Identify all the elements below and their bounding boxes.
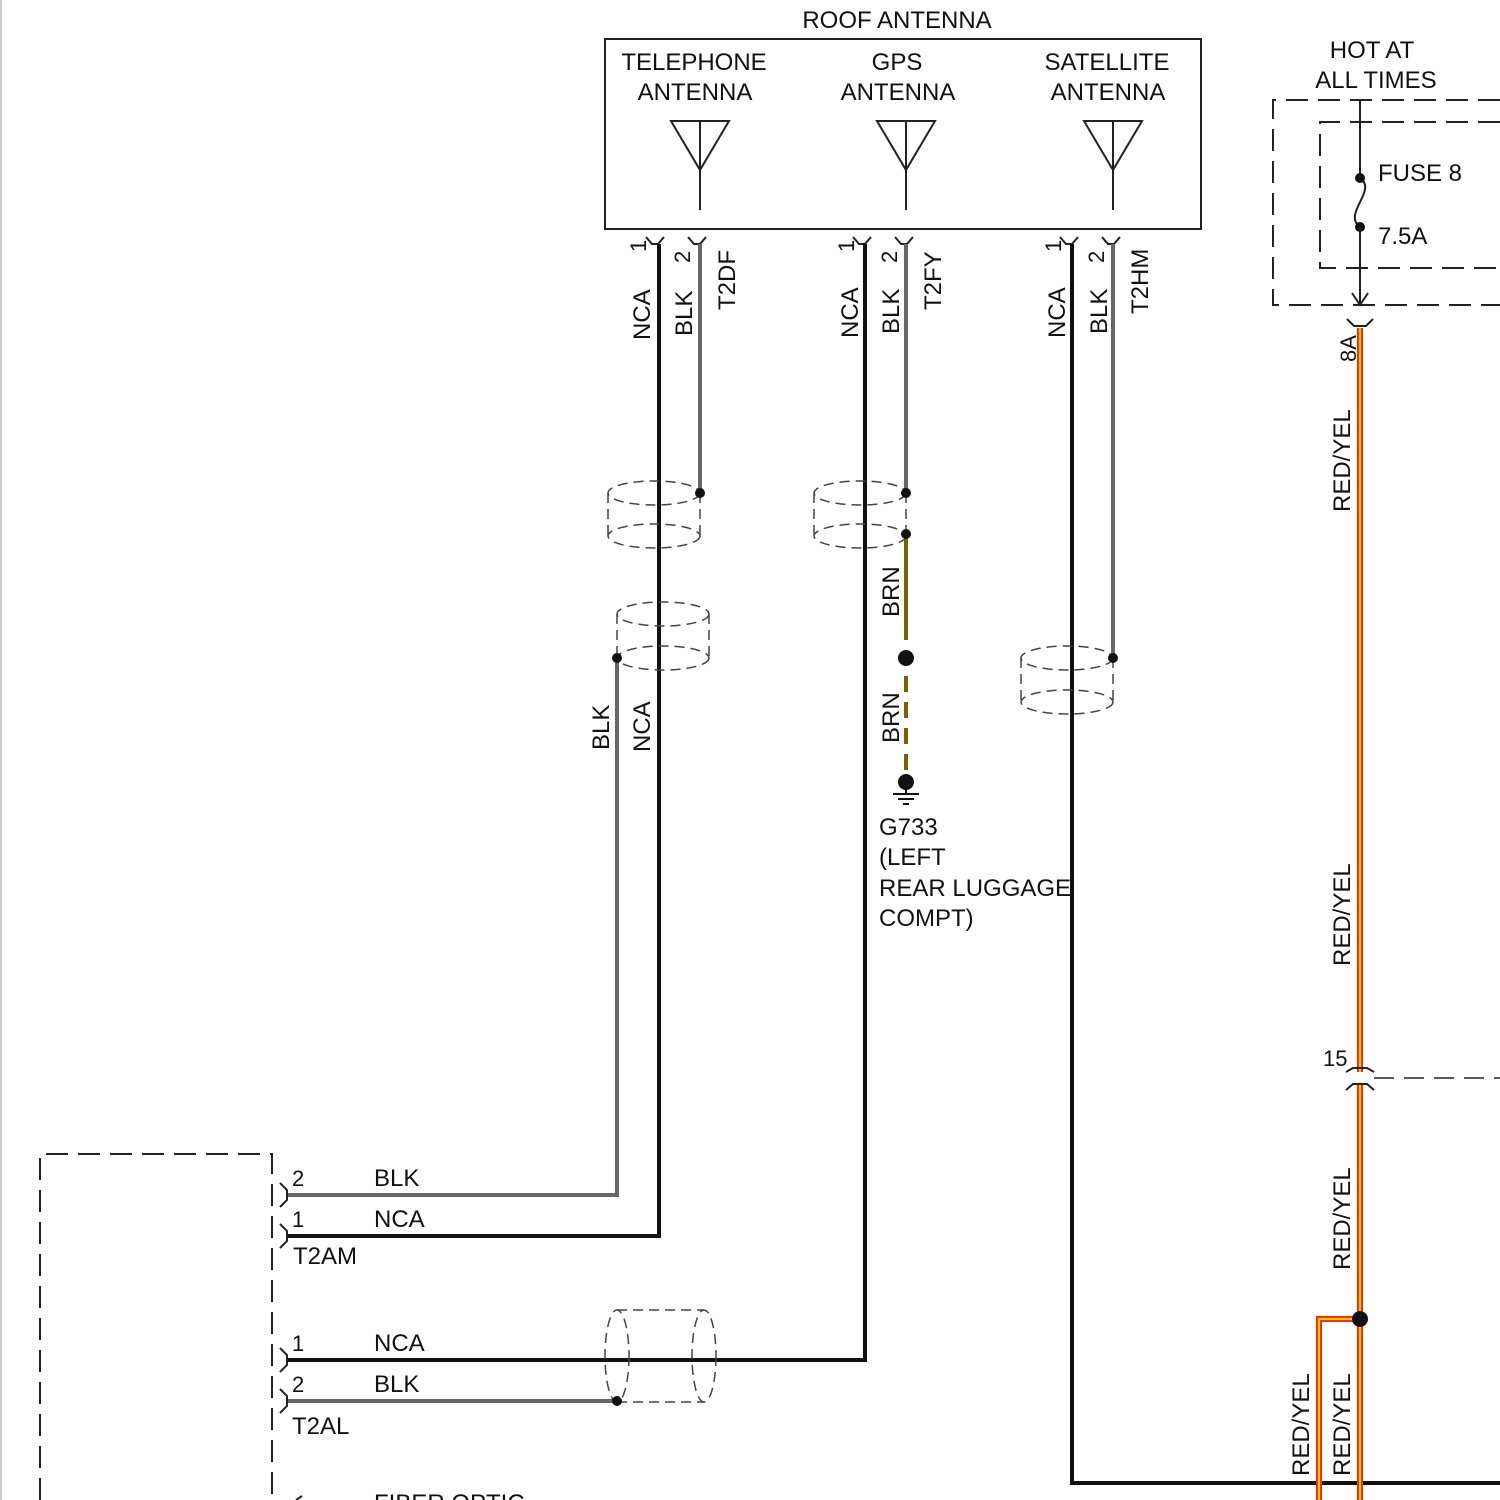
module-outline xyxy=(40,1154,272,1500)
fuse-icon xyxy=(1355,178,1365,227)
telephone-pin-1: 1 xyxy=(626,240,651,252)
terminal-8a-pin xyxy=(1347,319,1373,326)
connector-15-label: 15 xyxy=(1323,1046,1347,1071)
satellite-wire-blk-label: BLK xyxy=(1086,289,1113,334)
satellite-antenna-label-1: SATELLITE xyxy=(1045,49,1170,76)
ground-label-4: COMPT) xyxy=(879,905,974,932)
red-yel-label-2: RED/YEL xyxy=(1329,863,1356,966)
t2al-wire-nca: NCA xyxy=(374,1330,425,1357)
fuse-terminal-top xyxy=(1355,173,1365,183)
gps-wire-blk-label: BLK xyxy=(878,289,905,334)
satellite-antenna-icon xyxy=(1084,121,1142,210)
gps-connector-label: T2FY xyxy=(920,251,947,310)
gps-nca-wire xyxy=(286,244,865,1360)
fuse-rating: 7.5A xyxy=(1378,223,1427,250)
telephone-shield-upper xyxy=(608,481,700,548)
satellite-shield xyxy=(1021,646,1113,714)
t2al-pin-2: 2 xyxy=(292,1372,304,1397)
telephone-wire-blk-label: BLK xyxy=(671,291,698,336)
gps-wire-nca-label: NCA xyxy=(837,287,864,338)
ground-label-3: REAR LUGGAGE xyxy=(879,875,1071,902)
telephone-connector-label: T2DF xyxy=(714,250,741,310)
gps-shield xyxy=(814,481,906,548)
t2al-wire-blk: BLK xyxy=(374,1371,419,1398)
hot-at-all-times-label-1: HOT AT xyxy=(1330,37,1415,64)
module-connector-pins xyxy=(280,1183,287,1413)
telephone-antenna-icon xyxy=(671,121,729,210)
red-yel-label-1: RED/YEL xyxy=(1329,409,1356,512)
ground-label-1: G733 xyxy=(879,814,938,841)
ground-icon xyxy=(893,774,919,804)
telephone-shield-lower xyxy=(617,602,709,670)
gps-antenna-label-1: GPS xyxy=(872,49,923,76)
gps-pin-1: 1 xyxy=(834,240,859,252)
satellite-connector-label: T2HM xyxy=(1127,249,1154,314)
roof-antenna-title: ROOF ANTENNA xyxy=(802,7,991,34)
roof-antenna-block: ROOF ANTENNA TELEPHONE ANTENNA GPS ANTEN… xyxy=(605,7,1201,229)
t2am-connector-label: T2AM xyxy=(293,1243,357,1270)
gps-brn-label-lower: BRN xyxy=(878,692,905,743)
satellite-pin-2: 2 xyxy=(1084,251,1109,263)
telephone-shield-nca-label: NCA xyxy=(629,701,656,752)
red-yel-label-4: RED/YEL xyxy=(1288,1373,1315,1476)
t2am-wire-nca: NCA xyxy=(374,1206,425,1233)
hot-at-all-times-label-2: ALL TIMES xyxy=(1315,67,1436,94)
telephone-antenna-label-2: ANTENNA xyxy=(638,79,753,106)
t2al-connector-label: T2AL xyxy=(292,1413,349,1440)
fiber-optic-pin-cutoff xyxy=(296,1496,302,1500)
red-yel-label-3: RED/YEL xyxy=(1329,1167,1356,1270)
fuse-box-outline xyxy=(1273,100,1500,305)
t2am-pin-2: 2 xyxy=(292,1166,304,1191)
telephone-antenna-label-1: TELEPHONE xyxy=(621,49,766,76)
ground-label-2: (LEFT xyxy=(879,844,946,871)
gps-antenna-icon xyxy=(877,121,935,210)
telephone-pin-2: 2 xyxy=(670,251,695,263)
t2al-shield xyxy=(605,1310,716,1402)
t2am-wire-blk: BLK xyxy=(374,1165,419,1192)
t2al-pin-1: 1 xyxy=(292,1331,304,1356)
telephone-shield-blk-label: BLK xyxy=(588,705,615,750)
gps-pin-2: 2 xyxy=(877,251,902,263)
telephone-blk-wire-lower xyxy=(286,658,617,1195)
fuse-name: FUSE 8 xyxy=(1378,160,1462,187)
t2am-pin-1: 1 xyxy=(292,1207,304,1232)
satellite-pin-1: 1 xyxy=(1041,240,1066,252)
satellite-nca-wire xyxy=(1072,244,1500,1483)
connector-15-gap xyxy=(1348,1072,1372,1084)
satellite-wire-nca-label: NCA xyxy=(1044,287,1071,338)
gps-antenna-label-2: ANTENNA xyxy=(841,79,956,106)
satellite-antenna-label-2: ANTENNA xyxy=(1051,79,1166,106)
gps-brn-label-upper: BRN xyxy=(878,566,905,617)
fiber-optic-label-cutoff: FIBER OPTIC xyxy=(374,1490,525,1500)
power-splice-dot xyxy=(1352,1311,1368,1327)
telephone-wire-nca-label: NCA xyxy=(629,289,656,340)
red-yel-label-5: RED/YEL xyxy=(1329,1373,1356,1476)
